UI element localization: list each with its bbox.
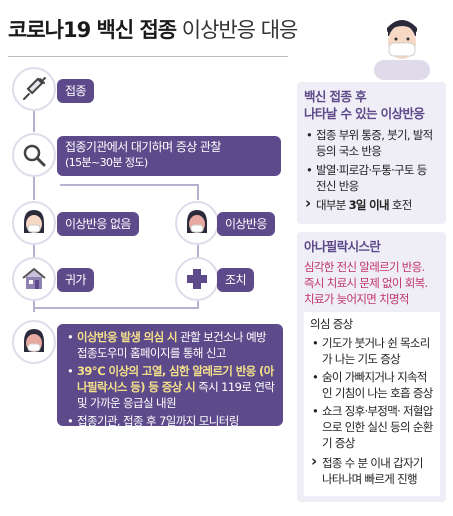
magnifier-icon	[23, 144, 46, 167]
patient-sick-icon	[187, 210, 207, 233]
followup-text: 접종기관, 접종 후 7일까지 모니터링	[77, 414, 239, 428]
side1-note-pre: 대부분	[316, 198, 349, 212]
followup-item: 39℃ 이상의 고열, 심한 알레르기 반응 (아나필락시스 등) 등 증상 시…	[65, 363, 275, 411]
side-box-reactions: 백신 접종 후 나타날 수 있는 이상반응 접종 부위 통증, 붓기, 발적 등…	[297, 82, 446, 224]
magnifier-icon-circle	[12, 133, 56, 177]
syringe-icon-circle	[12, 67, 56, 111]
page-title: 코로나19 백신 접종 이상반응 대응	[8, 14, 299, 44]
medical-cross-circle	[175, 257, 219, 301]
patient-calm-icon	[24, 210, 44, 233]
side2-symptom: 쇼크 징후·부정맥· 저혈압으로 인한 실신 등의 순환기 증상	[310, 403, 434, 451]
side1-note-bold: 3일 이내	[348, 198, 390, 212]
side2-note: 접종 수 분 이내 갑자기 나타나며 빠르게 진행	[310, 453, 434, 487]
followup-text: 즉시 119로 연락 및 가까운 응급실 내원	[77, 380, 275, 410]
step-no-reaction: 이상반응 없음	[57, 212, 139, 236]
side2-symptom-panel: 의심 증상 기도가 붓거나 쉰 목소리가 나는 기도 증상 숨이 가빠지거나 지…	[304, 312, 440, 496]
side2-desc-line: 즉시 치료시 문제 없이 회복.	[304, 276, 428, 290]
patient-calm-circle	[12, 201, 56, 245]
doctor-illustration	[374, 20, 430, 80]
step-observe: 접종기관에서 대기하며 증상 관찰 (15분~30분 정도)	[57, 136, 281, 176]
followup-highlight: 이상반응 발생 의심 시	[77, 330, 178, 344]
side2-title: 아나필락시스란	[304, 239, 381, 254]
followup-item: 접종기관, 접종 후 7일까지 모니터링	[65, 413, 275, 429]
step-go-home: 귀가	[57, 268, 94, 292]
side2-symptom: 기도가 붓거나 쉰 목소리가 나는 기도 증상	[310, 335, 434, 367]
side1-item: 발열·피로감·두통·구토 등 전신 반응	[304, 162, 439, 194]
observe-line1: 접종기관에서 대기하며 증상 관찰	[65, 140, 221, 154]
followup-text: 관할 보건소나 예방접종도우미 홈페이지를 통해 신고	[77, 330, 267, 360]
medical-cross-icon	[187, 269, 207, 289]
side1-note: 대부분 3일 이내 호전	[304, 195, 439, 213]
followup-box: 이상반응 발생 의심 시 관할 보건소나 예방접종도우미 홈페이지를 통해 신고…	[57, 324, 283, 429]
patient-sick-circle	[175, 201, 219, 245]
patient-alert-circle	[12, 320, 56, 364]
patient-alert-icon	[24, 329, 44, 352]
title-divider	[8, 56, 288, 57]
side2-desc-line: 치료가 늦어지면 치명적	[304, 292, 409, 306]
house-icon-circle	[12, 257, 56, 301]
side2-symptoms-heading: 의심 증상	[310, 317, 353, 331]
side1-title-line1: 백신 접종 후	[304, 89, 367, 104]
house-icon	[22, 267, 46, 289]
step-treat: 조치	[217, 268, 254, 292]
syringe-icon	[23, 77, 46, 100]
title-light: 이상반응 대응	[181, 18, 299, 42]
observe-line2: (15분~30분 정도)	[65, 156, 148, 169]
followup-highlight: 39℃ 이상의 고열, 심한 알레르기 반응 (아나필락시스 등) 등 증상 시	[77, 364, 274, 394]
step-reaction: 이상반응	[217, 212, 275, 236]
side1-item: 접종 부위 통증, 붓기, 발적 등의 국소 반응	[304, 127, 439, 159]
side2-symptom: 숨이 가빠지거나 지속적인 기침이 나는 호흡 증상	[310, 369, 434, 401]
step-vaccination: 접종	[57, 79, 94, 103]
followup-item: 이상반응 발생 의심 시 관할 보건소나 예방접종도우미 홈페이지를 통해 신고	[65, 329, 275, 361]
followup-list: 이상반응 발생 의심 시 관할 보건소나 예방접종도우미 홈페이지를 통해 신고…	[65, 329, 275, 429]
title-bold: 코로나19 백신 접종	[8, 18, 177, 42]
side1-note-post: 호전	[388, 198, 412, 212]
side1-title-line2: 나타날 수 있는 이상반응	[304, 106, 425, 121]
side2-desc-line: 심각한 전신 알레르기 반응.	[304, 260, 425, 274]
